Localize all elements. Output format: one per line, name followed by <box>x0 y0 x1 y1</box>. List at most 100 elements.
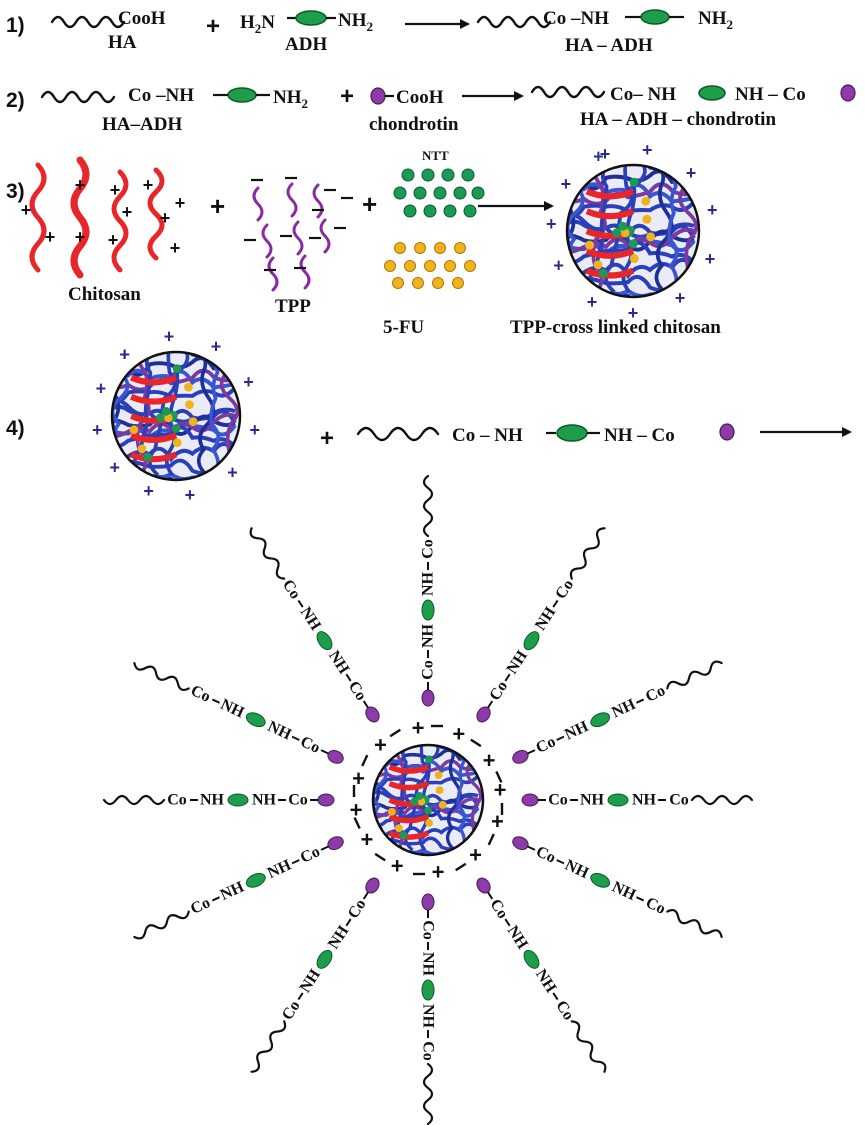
positive-charge: + <box>546 214 557 234</box>
ntt-dot <box>629 177 639 187</box>
chitosan-strand <box>388 780 430 791</box>
chitosan-strand <box>130 432 178 444</box>
chitosan-chain <box>111 169 129 273</box>
bond-line <box>636 698 645 704</box>
positive-charge: + <box>185 485 196 505</box>
ha-chain-squiggle <box>422 1062 434 1125</box>
chondroitin-oval <box>521 793 539 807</box>
bond-line <box>487 700 494 709</box>
bond-line <box>362 891 369 900</box>
nh-label: NH <box>265 718 294 744</box>
bond-line <box>320 749 329 755</box>
chondroitin-oval <box>370 87 386 105</box>
step-2-number: 2) <box>6 89 25 112</box>
mesh-strand <box>112 352 121 477</box>
co-label: Co <box>298 843 323 867</box>
positive-charge: + <box>110 180 121 200</box>
plus-sign: + <box>206 13 220 40</box>
particle-outline <box>371 743 485 857</box>
fu-dot <box>129 425 139 435</box>
fu-dot <box>185 400 194 410</box>
bond-line <box>527 845 536 851</box>
tpp-crosslinked-nanoparticle: ++++++++++++ <box>546 140 717 323</box>
co-label: Co <box>533 733 558 757</box>
step-4-number: 4) <box>6 417 25 440</box>
ha-chain-squiggle <box>40 90 116 104</box>
negative-charge <box>455 862 467 872</box>
co-label: Co <box>345 678 370 704</box>
adh-oval <box>590 872 611 888</box>
positive-charge: + <box>21 200 32 220</box>
step-4: 4) ++++++++++++ + Co – NH NH – Co <box>6 326 852 505</box>
ha-adh-chondroitin-label: HA – ADH – chondrotin <box>580 109 776 130</box>
bond-line <box>362 700 369 709</box>
fu-dot <box>464 260 476 272</box>
adh-oval <box>295 10 327 26</box>
bond-line <box>291 735 300 741</box>
positive-charge: + <box>352 766 365 791</box>
nh-label: NH <box>420 623 437 648</box>
positive-charge: + <box>593 147 604 167</box>
fu-dot <box>394 242 406 254</box>
fu-dot <box>434 771 443 780</box>
fu-dot <box>585 240 595 250</box>
positive-charge: + <box>108 230 119 250</box>
fu-dot <box>593 260 603 270</box>
fu-dot <box>414 242 426 254</box>
fu-dot <box>642 214 652 224</box>
fu-dot <box>434 242 446 254</box>
positive-charge: + <box>350 798 363 823</box>
plus-sign: + <box>340 83 354 110</box>
chondroitin-label: chondrotin <box>369 114 459 135</box>
chondroitin-oval <box>365 706 380 723</box>
ntt-dot <box>393 186 407 200</box>
co-label: Co <box>643 894 668 918</box>
positive-charge: + <box>361 827 374 852</box>
ntt-dot <box>403 204 417 218</box>
chondroitin-oval <box>365 877 380 894</box>
ntt-dot <box>413 186 427 200</box>
fu-dot <box>438 800 447 809</box>
chondroitin-oval <box>327 749 344 764</box>
positive-charge: + <box>705 249 716 269</box>
ntt-dot <box>628 239 638 249</box>
nh2-label: NH2 <box>698 8 733 32</box>
nh-label: NH <box>218 696 247 722</box>
fu-dot <box>137 444 147 454</box>
co-label: Co <box>486 896 511 922</box>
mesh-strand <box>667 165 679 293</box>
positive-charge: + <box>227 463 238 483</box>
adh-oval <box>523 631 540 651</box>
ha-chain-squiggle <box>570 1020 607 1073</box>
ntt-dots <box>393 168 485 218</box>
nh-label: NH <box>265 856 294 882</box>
ha-chain-squiggle <box>356 426 440 442</box>
tpp-crosslinked-chitosan-label: TPP-cross linked chitosan <box>510 317 721 338</box>
positive-charge: + <box>452 722 465 747</box>
adh-oval <box>421 599 435 621</box>
negative-charge <box>353 817 361 830</box>
positive-charge: + <box>412 716 425 741</box>
ntt-dot <box>172 364 182 374</box>
adh-oval <box>421 979 435 1001</box>
chondroitin-oval <box>317 793 335 807</box>
positive-charge: + <box>628 303 639 323</box>
ntt-dot <box>423 204 437 218</box>
fu-label: 5-FU <box>383 317 424 338</box>
nh-co-label: NH – Co <box>604 425 675 446</box>
positive-charge: + <box>561 174 572 194</box>
bond-line <box>556 735 565 741</box>
negative-charge <box>495 770 503 783</box>
bond-line <box>297 992 304 1001</box>
ntt-dot <box>161 406 171 416</box>
fu-dot <box>454 242 466 254</box>
ha-chain-squiggle <box>249 527 286 580</box>
ntt-dot <box>410 797 419 806</box>
fu-dot <box>392 277 404 289</box>
ntt-label: NTT <box>422 148 449 163</box>
fu-dot <box>452 277 464 289</box>
ntt-dot <box>155 413 165 423</box>
adh-oval <box>640 9 670 25</box>
fu-dot <box>188 417 198 427</box>
